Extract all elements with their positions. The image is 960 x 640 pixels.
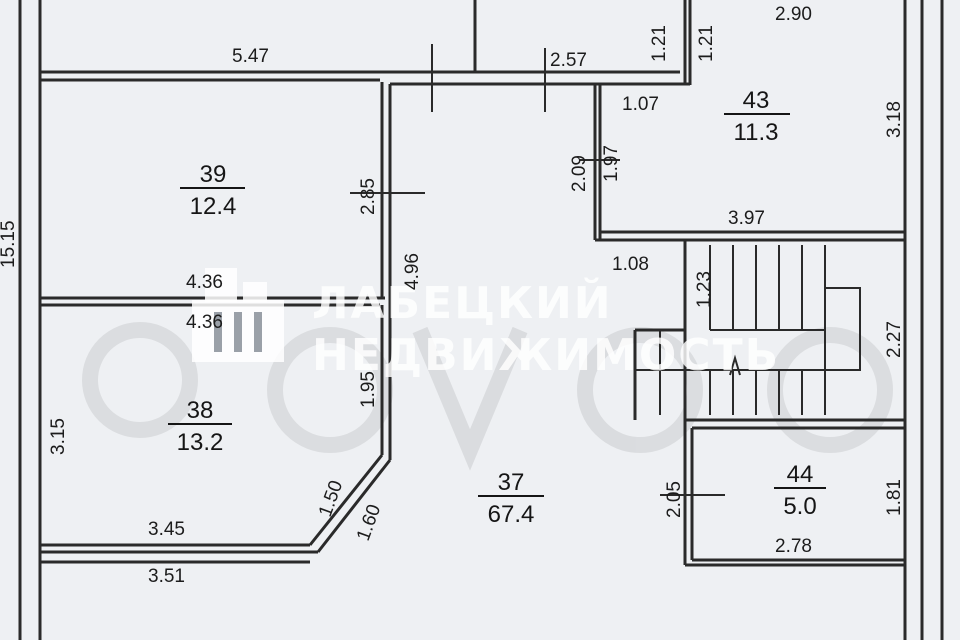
dim-label: 2.09	[569, 155, 590, 192]
dim-label: 1.21	[696, 25, 717, 62]
dim-label: 4.36	[186, 272, 223, 293]
dim-label: 3.97	[728, 208, 765, 229]
dim-label: 1.08	[612, 254, 649, 275]
dim-label: 2.05	[664, 481, 685, 518]
room-number-44: 44	[787, 461, 814, 488]
agency-watermark: ЛАБЕЦКИЙ НЕДВИЖИМОСТЬ	[192, 268, 780, 381]
dim-label: 3.15	[48, 418, 69, 455]
room-number-37: 37	[498, 469, 525, 496]
staircase	[635, 245, 861, 415]
dim-label: 1.21	[649, 25, 670, 62]
room-area-38: 13.2	[177, 429, 224, 456]
dim-label: 4.96	[402, 253, 423, 290]
room-area-44: 5.0	[783, 493, 816, 520]
dim-label: 3.51	[148, 566, 185, 587]
room-area-37: 67.4	[488, 501, 535, 528]
avito-watermark	[82, 322, 893, 471]
watermark-line1: ЛАБЕЦКИЙ	[312, 276, 613, 329]
dimension-ticks	[350, 44, 725, 496]
dim-label: 3.45	[148, 519, 185, 540]
room-labels: 39 12.4 38 13.2 37 67.4 43 11.3 44 5.0	[168, 87, 826, 528]
room-number-38: 38	[187, 397, 214, 424]
dim-label: 3.18	[884, 101, 905, 138]
dim-label: 2.57	[550, 50, 587, 71]
dim-label: 2.85	[358, 178, 379, 215]
dim-label: 1.95	[358, 371, 379, 408]
watermark-line2: НЕДВИЖИМОСТЬ	[312, 330, 780, 381]
dim-label: 2.90	[775, 4, 812, 25]
dim-label: 2.27	[884, 321, 905, 358]
building-logo-icon	[192, 268, 284, 362]
dim-label: 4.36	[186, 312, 223, 333]
dim-label: 1.60	[353, 502, 385, 544]
room-area-43: 11.3	[734, 119, 779, 146]
dim-label: 1.81	[884, 479, 905, 516]
dim-label: 1.07	[622, 94, 659, 115]
dim-label: 2.78	[775, 536, 812, 557]
dimension-labels: 5.47 2.57 1.21 1.21 2.90 1.07 2.09 1.97 …	[0, 4, 905, 587]
dim-label: 1.97	[601, 145, 622, 182]
dim-label: 1.23	[694, 271, 715, 308]
room-number-39: 39	[200, 161, 227, 188]
room-area-39: 12.4	[190, 193, 237, 220]
room-number-43: 43	[743, 87, 770, 114]
dim-label: 1.50	[315, 478, 347, 520]
dim-label: 15.15	[0, 220, 19, 268]
dim-label: 5.47	[232, 46, 269, 67]
